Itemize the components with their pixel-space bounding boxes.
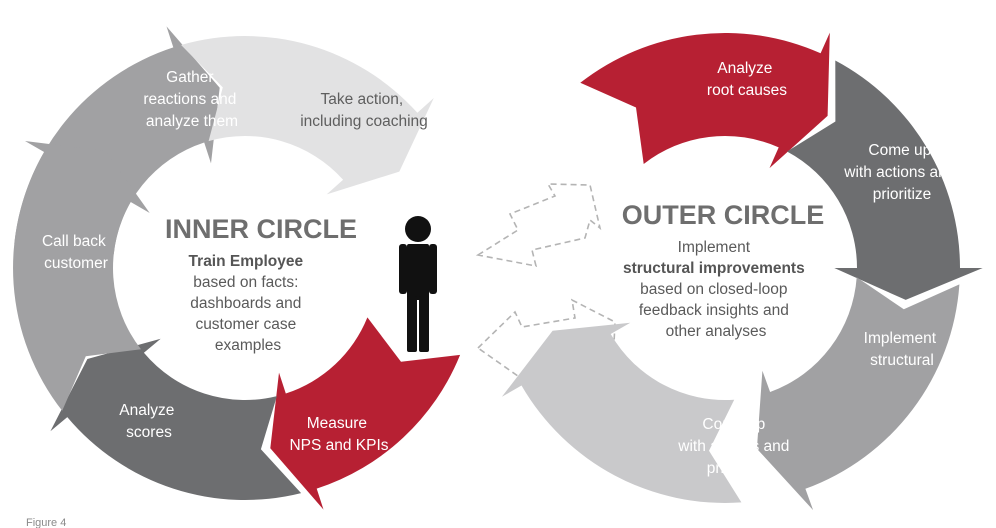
inner-step-label-measure: Measure NPS and KPIs	[289, 415, 388, 454]
inner-step-label-analyze-scores: Analyze scores	[119, 402, 178, 441]
inner-arrow-take-action	[181, 36, 434, 195]
outer-arrow-come-up-actions-2	[501, 322, 742, 503]
dashed-arrow-up	[475, 183, 602, 268]
outer-step-label-analyze-root: Analyze root causes	[707, 60, 787, 99]
outer-step-label-come-up: Come up with actions and prioritize	[843, 142, 959, 203]
inner-arrow-measure	[270, 317, 461, 510]
inner-circle-title: INNER CIRCLE	[165, 214, 357, 244]
inner-step-label-gather: Gather reactions and analyze them	[143, 69, 240, 130]
inner-step-label-take-action: Take action, including coaching	[300, 91, 428, 130]
figure-caption: Figure 4	[26, 517, 66, 528]
outer-arrow-come-up-actions	[787, 60, 983, 300]
outer-circle-ring	[501, 32, 983, 511]
inner-circle-body: Train Employee based on facts: dashboard…	[189, 253, 308, 354]
outer-step-label-implement: Implement structural	[864, 330, 941, 369]
inner-circle-ring	[13, 26, 461, 510]
outer-circle-title: OUTER CIRCLE	[622, 200, 825, 230]
person-icon	[399, 216, 437, 352]
outer-arrow-implement-structural	[756, 277, 960, 511]
outer-step-label-come-up-2: Come up with actions and prioritize	[677, 416, 793, 477]
inner-arrow-analyze-scores	[50, 338, 302, 500]
outer-circle-body: Implement structural improvements based …	[623, 239, 809, 340]
inner-step-label-call-back: Call back customer	[42, 233, 110, 272]
inner-arrow-call-back	[13, 141, 150, 411]
outer-arrow-analyze-root-causes	[580, 32, 830, 169]
